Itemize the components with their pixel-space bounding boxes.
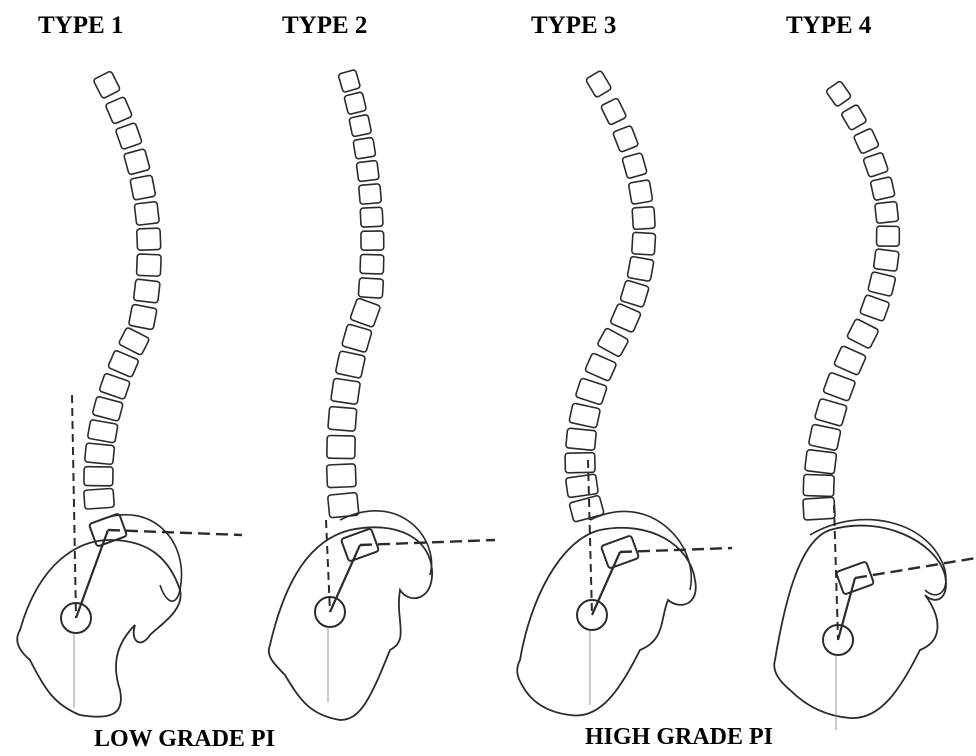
vertebra	[84, 467, 113, 486]
vertebra	[569, 495, 604, 522]
vertebra	[632, 207, 655, 230]
vertebra	[356, 160, 379, 181]
vertebra	[130, 175, 156, 200]
vertebra	[118, 327, 149, 356]
vertebra	[99, 373, 130, 400]
vertebra	[868, 272, 896, 297]
vertebra	[863, 152, 889, 177]
horizontal-reference-line	[855, 558, 976, 578]
vertebra	[137, 228, 161, 250]
vertebra	[350, 298, 381, 328]
vertebra	[597, 328, 629, 358]
vertebra	[585, 353, 617, 382]
iliac-crest-line	[100, 515, 182, 601]
vertebra	[860, 294, 890, 321]
vertebra	[342, 324, 373, 353]
vertebra	[808, 424, 841, 451]
spine-type-2	[269, 69, 495, 720]
high-grade-pi-label: HIGH GRADE PI	[585, 724, 773, 751]
vertebra	[361, 231, 384, 250]
vertebra	[327, 435, 355, 458]
pelvis-outline	[774, 526, 946, 719]
vertebra	[360, 254, 384, 274]
low-grade-pi-label: LOW GRADE PI	[94, 726, 275, 753]
vertebra	[823, 372, 856, 401]
vertebra	[93, 71, 121, 99]
vertebra	[585, 70, 611, 98]
vertebra	[610, 303, 641, 333]
pelvis-outline	[269, 527, 432, 720]
vertebra	[327, 464, 357, 488]
vertebra	[353, 137, 376, 159]
vertebra	[335, 351, 365, 379]
vertebra	[92, 396, 123, 421]
pelvis-outline	[17, 540, 180, 717]
vertebra	[129, 304, 158, 330]
vertebra	[565, 453, 595, 473]
vertebra	[115, 123, 142, 150]
vertebra	[803, 474, 834, 496]
vertebra	[826, 81, 852, 108]
vertebra	[841, 104, 867, 131]
vertebra	[628, 180, 652, 205]
vertebra	[124, 149, 151, 175]
vertebra	[873, 249, 899, 272]
vertebra	[349, 114, 372, 136]
spine-type-3	[517, 70, 732, 715]
pelvic-incidence-line	[330, 545, 360, 612]
spine-type-4	[774, 81, 976, 730]
vertical-reference-line	[72, 395, 76, 618]
vertical-reference-line	[588, 460, 592, 615]
vertebra	[134, 201, 159, 225]
vertebra	[627, 256, 654, 281]
vertebra	[834, 345, 867, 375]
vertebra	[565, 474, 598, 498]
vertebra	[133, 279, 160, 303]
type-4-label: TYPE 4	[786, 12, 871, 40]
vertebra	[85, 443, 115, 465]
spine-type-1	[17, 71, 242, 717]
horizontal-reference-line	[108, 530, 242, 535]
vertebra	[600, 98, 626, 126]
vertebra	[620, 280, 649, 308]
vertebra	[875, 201, 899, 223]
vertebra	[84, 488, 115, 509]
vertebra	[358, 278, 383, 299]
vertebra	[853, 128, 879, 154]
vertebra	[805, 449, 837, 474]
vertebra	[338, 69, 361, 92]
vertebra	[632, 232, 656, 255]
vertebra	[870, 177, 895, 201]
type-1-label: TYPE 1	[38, 12, 123, 40]
vertebra	[360, 207, 383, 227]
type-2-label: TYPE 2	[282, 12, 367, 40]
vertebra	[328, 406, 357, 431]
vertebra	[803, 497, 835, 520]
vertebra	[87, 419, 118, 443]
vertebra	[847, 318, 880, 349]
vertebra	[566, 428, 597, 450]
vertebra	[575, 378, 607, 405]
vertebra	[331, 378, 361, 404]
vertebra	[622, 153, 647, 179]
vertebra	[569, 403, 601, 428]
vertebra	[814, 398, 847, 426]
vertebra	[136, 254, 161, 276]
type-3-label: TYPE 3	[531, 12, 616, 40]
vertebra	[108, 350, 139, 378]
vertebra	[105, 97, 132, 125]
vertebra	[344, 92, 367, 115]
vertebra	[877, 226, 900, 246]
vertebra	[359, 184, 382, 205]
vertebra	[613, 125, 639, 152]
iliac-crest-line	[810, 520, 946, 595]
